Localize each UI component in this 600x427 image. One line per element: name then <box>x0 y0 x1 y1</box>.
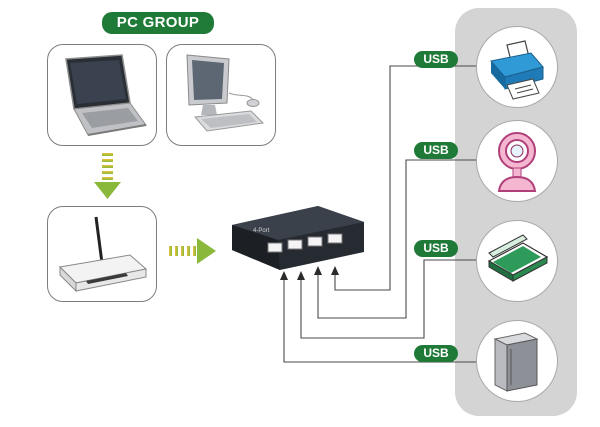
pc-group-label: PC GROUP <box>102 12 214 34</box>
drive-circle <box>476 320 558 402</box>
usb-label-webcam: USB <box>414 142 458 159</box>
printer-icon <box>490 40 544 100</box>
desktop-icon <box>186 54 265 132</box>
port-arrowheads <box>280 266 339 280</box>
router-card <box>47 206 157 302</box>
usb-hub: 4-Port <box>232 206 364 270</box>
laptop-card <box>47 44 157 146</box>
webcam-icon <box>497 132 537 192</box>
usb-label-printer: USB <box>414 51 458 68</box>
usb-label-drive: USB <box>414 345 458 362</box>
down-arrow <box>94 153 121 199</box>
printer-circle <box>476 26 558 108</box>
usb-label-scanner: USB <box>414 240 458 257</box>
laptop-icon <box>65 54 147 136</box>
scanner-icon <box>487 234 549 282</box>
usb-wires <box>283 65 478 363</box>
scanner-circle <box>476 220 558 302</box>
webcam-circle <box>476 120 558 202</box>
desktop-card <box>166 44 276 146</box>
external-drive-icon <box>493 332 539 392</box>
right-arrow <box>169 238 216 264</box>
hub-brand: 4-Port <box>253 228 270 234</box>
router-icon <box>58 216 148 293</box>
